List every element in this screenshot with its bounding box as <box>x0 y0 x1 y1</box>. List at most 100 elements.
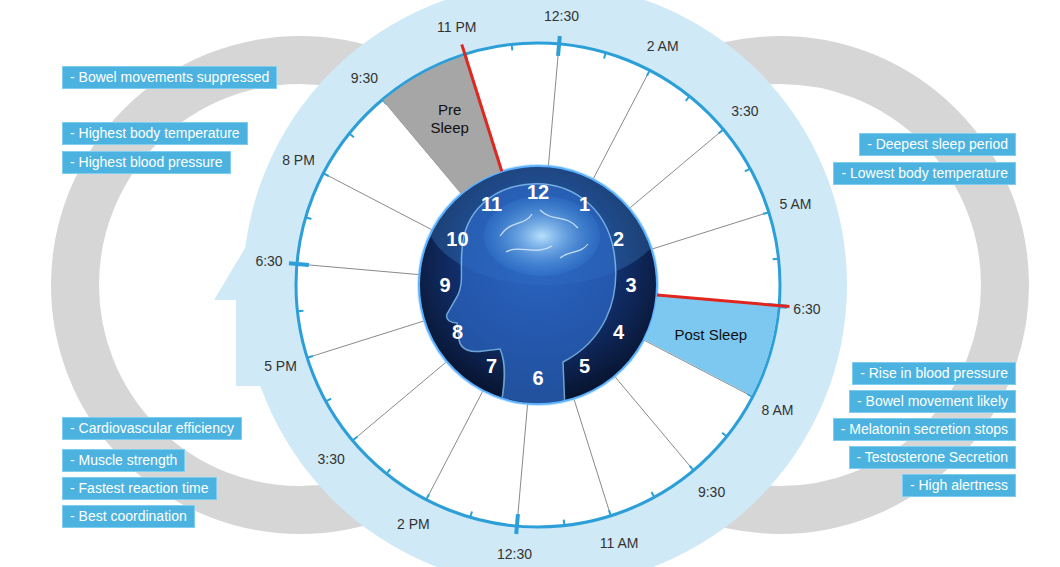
callout-box: - Melatonin secretion stops <box>833 418 1016 441</box>
ring-tick <box>604 53 606 59</box>
clock-numeral: 3 <box>625 274 636 296</box>
hour-line <box>325 174 432 230</box>
ring-tick <box>563 520 566 526</box>
time-label: 6:30 <box>255 253 282 269</box>
ring-tick <box>647 70 650 75</box>
callout-box: - Highest body temperature <box>62 122 248 145</box>
time-label: 11 PM <box>437 19 476 35</box>
brain-rim <box>419 166 657 404</box>
ring-tick <box>745 169 750 172</box>
ring-tick <box>289 263 309 265</box>
time-label: 9:30 <box>351 70 378 86</box>
time-label: 12:30 <box>497 546 532 562</box>
callout-text: - Bowel movements suppressed <box>70 69 269 86</box>
ring-tick <box>470 512 472 518</box>
callout-box: - Rise in blood pressure <box>852 362 1016 385</box>
ring-tick <box>722 433 727 437</box>
hour-line <box>593 72 649 179</box>
hour-line <box>427 391 483 498</box>
ring-tick <box>426 494 429 499</box>
clock-numeral: 6 <box>532 367 543 389</box>
callout-box: - Testosterone Secretion <box>849 446 1017 469</box>
clock-numeral: 5 <box>579 355 590 377</box>
callout-text: - Cardiovascular efficiency <box>70 420 234 437</box>
clock-numeral: 7 <box>486 355 497 377</box>
callout-box: - Muscle strength <box>62 449 185 472</box>
clock-numeral: 1 <box>579 193 590 215</box>
clock-numeral: 12 <box>527 181 549 203</box>
time-label: 11 AM <box>600 535 639 551</box>
sector-fill <box>383 56 502 194</box>
ring-tick <box>652 492 655 497</box>
callout-text: - High alertness <box>910 477 1008 494</box>
hour-line <box>309 321 424 357</box>
ring-tick <box>306 217 312 219</box>
callout-text: - Fastest reaction time <box>70 480 209 497</box>
ring-tick <box>516 514 518 534</box>
hour-line <box>548 46 559 167</box>
time-label: 5 PM <box>264 358 297 374</box>
ring-tick <box>763 212 769 214</box>
hour-line <box>614 376 692 469</box>
callout-box: - Cardiovascular efficiency <box>62 417 242 440</box>
ring-tick <box>297 310 303 313</box>
time-label: 3:30 <box>731 103 758 119</box>
cycle-disc <box>243 0 847 567</box>
callout-box: - Bowel movement likely <box>849 390 1016 413</box>
sleep-sector: Pre Sleep <box>382 54 502 194</box>
ring-tick <box>307 356 313 358</box>
clock-numeral: 10 <box>446 228 468 250</box>
ring-tick <box>349 134 354 138</box>
sector-label: Post Sleep <box>675 326 748 344</box>
sector-shape <box>644 295 780 396</box>
callout-text: - Best coordination <box>70 508 187 525</box>
ring-tick <box>690 466 694 471</box>
ring-tick <box>558 36 560 56</box>
ring-tick <box>353 437 358 441</box>
time-label: 2 PM <box>397 516 430 532</box>
sleep-sector: Post Sleep <box>644 295 780 396</box>
hour-line <box>299 264 420 275</box>
callout-text: - Deepest sleep period <box>867 136 1008 153</box>
callout-box: - Bowel movements suppressed <box>62 66 277 89</box>
hour-line <box>651 213 766 249</box>
time-label: 8 PM <box>282 152 315 168</box>
callout-text: - Rise in blood pressure <box>860 365 1008 382</box>
ring-tick <box>686 96 690 101</box>
ring-tick <box>773 258 779 261</box>
callout-text: - Lowest body temperature <box>841 165 1008 182</box>
ring-ticks <box>289 36 787 534</box>
ring-tick <box>719 129 724 133</box>
time-label: 2 AM <box>647 38 679 54</box>
hour-line <box>629 131 722 209</box>
time-label: 3:30 <box>318 451 345 467</box>
callout-box: - High alertness <box>902 474 1016 497</box>
sector-fill <box>644 295 778 396</box>
callout-box: - Lowest body temperature <box>833 162 1016 185</box>
time-label: 9:30 <box>698 484 725 500</box>
sector-label: Pre Sleep <box>427 101 473 137</box>
hour-line <box>354 361 447 439</box>
callout-box: - Highest blood pressure <box>62 151 231 174</box>
callout-box: - Deepest sleep period <box>859 133 1016 156</box>
callout-text: - Testosterone Secretion <box>857 449 1009 466</box>
ring-tick <box>326 399 331 402</box>
time-label: 8 AM <box>762 402 794 418</box>
clock-numeral: 2 <box>613 228 624 250</box>
ring-tick <box>387 469 391 474</box>
clock-numeral: 11 <box>481 193 502 215</box>
callout-box: - Best coordination <box>62 505 195 528</box>
hour-lines <box>299 46 777 524</box>
hour-line <box>574 398 610 513</box>
sleep-boundary-line <box>462 45 502 172</box>
time-label: 12:30 <box>544 8 579 24</box>
clock-ring <box>296 43 780 527</box>
callout-text: - Highest body temperature <box>70 125 240 142</box>
callout-text: - Melatonin secretion stops <box>841 421 1008 438</box>
callout-text: - Muscle strength <box>70 452 177 469</box>
hour-line <box>517 404 528 525</box>
callout-box: - Fastest reaction time <box>62 477 217 500</box>
clock-numeral: 4 <box>613 321 624 343</box>
callout-text: - Highest blood pressure <box>70 154 223 171</box>
